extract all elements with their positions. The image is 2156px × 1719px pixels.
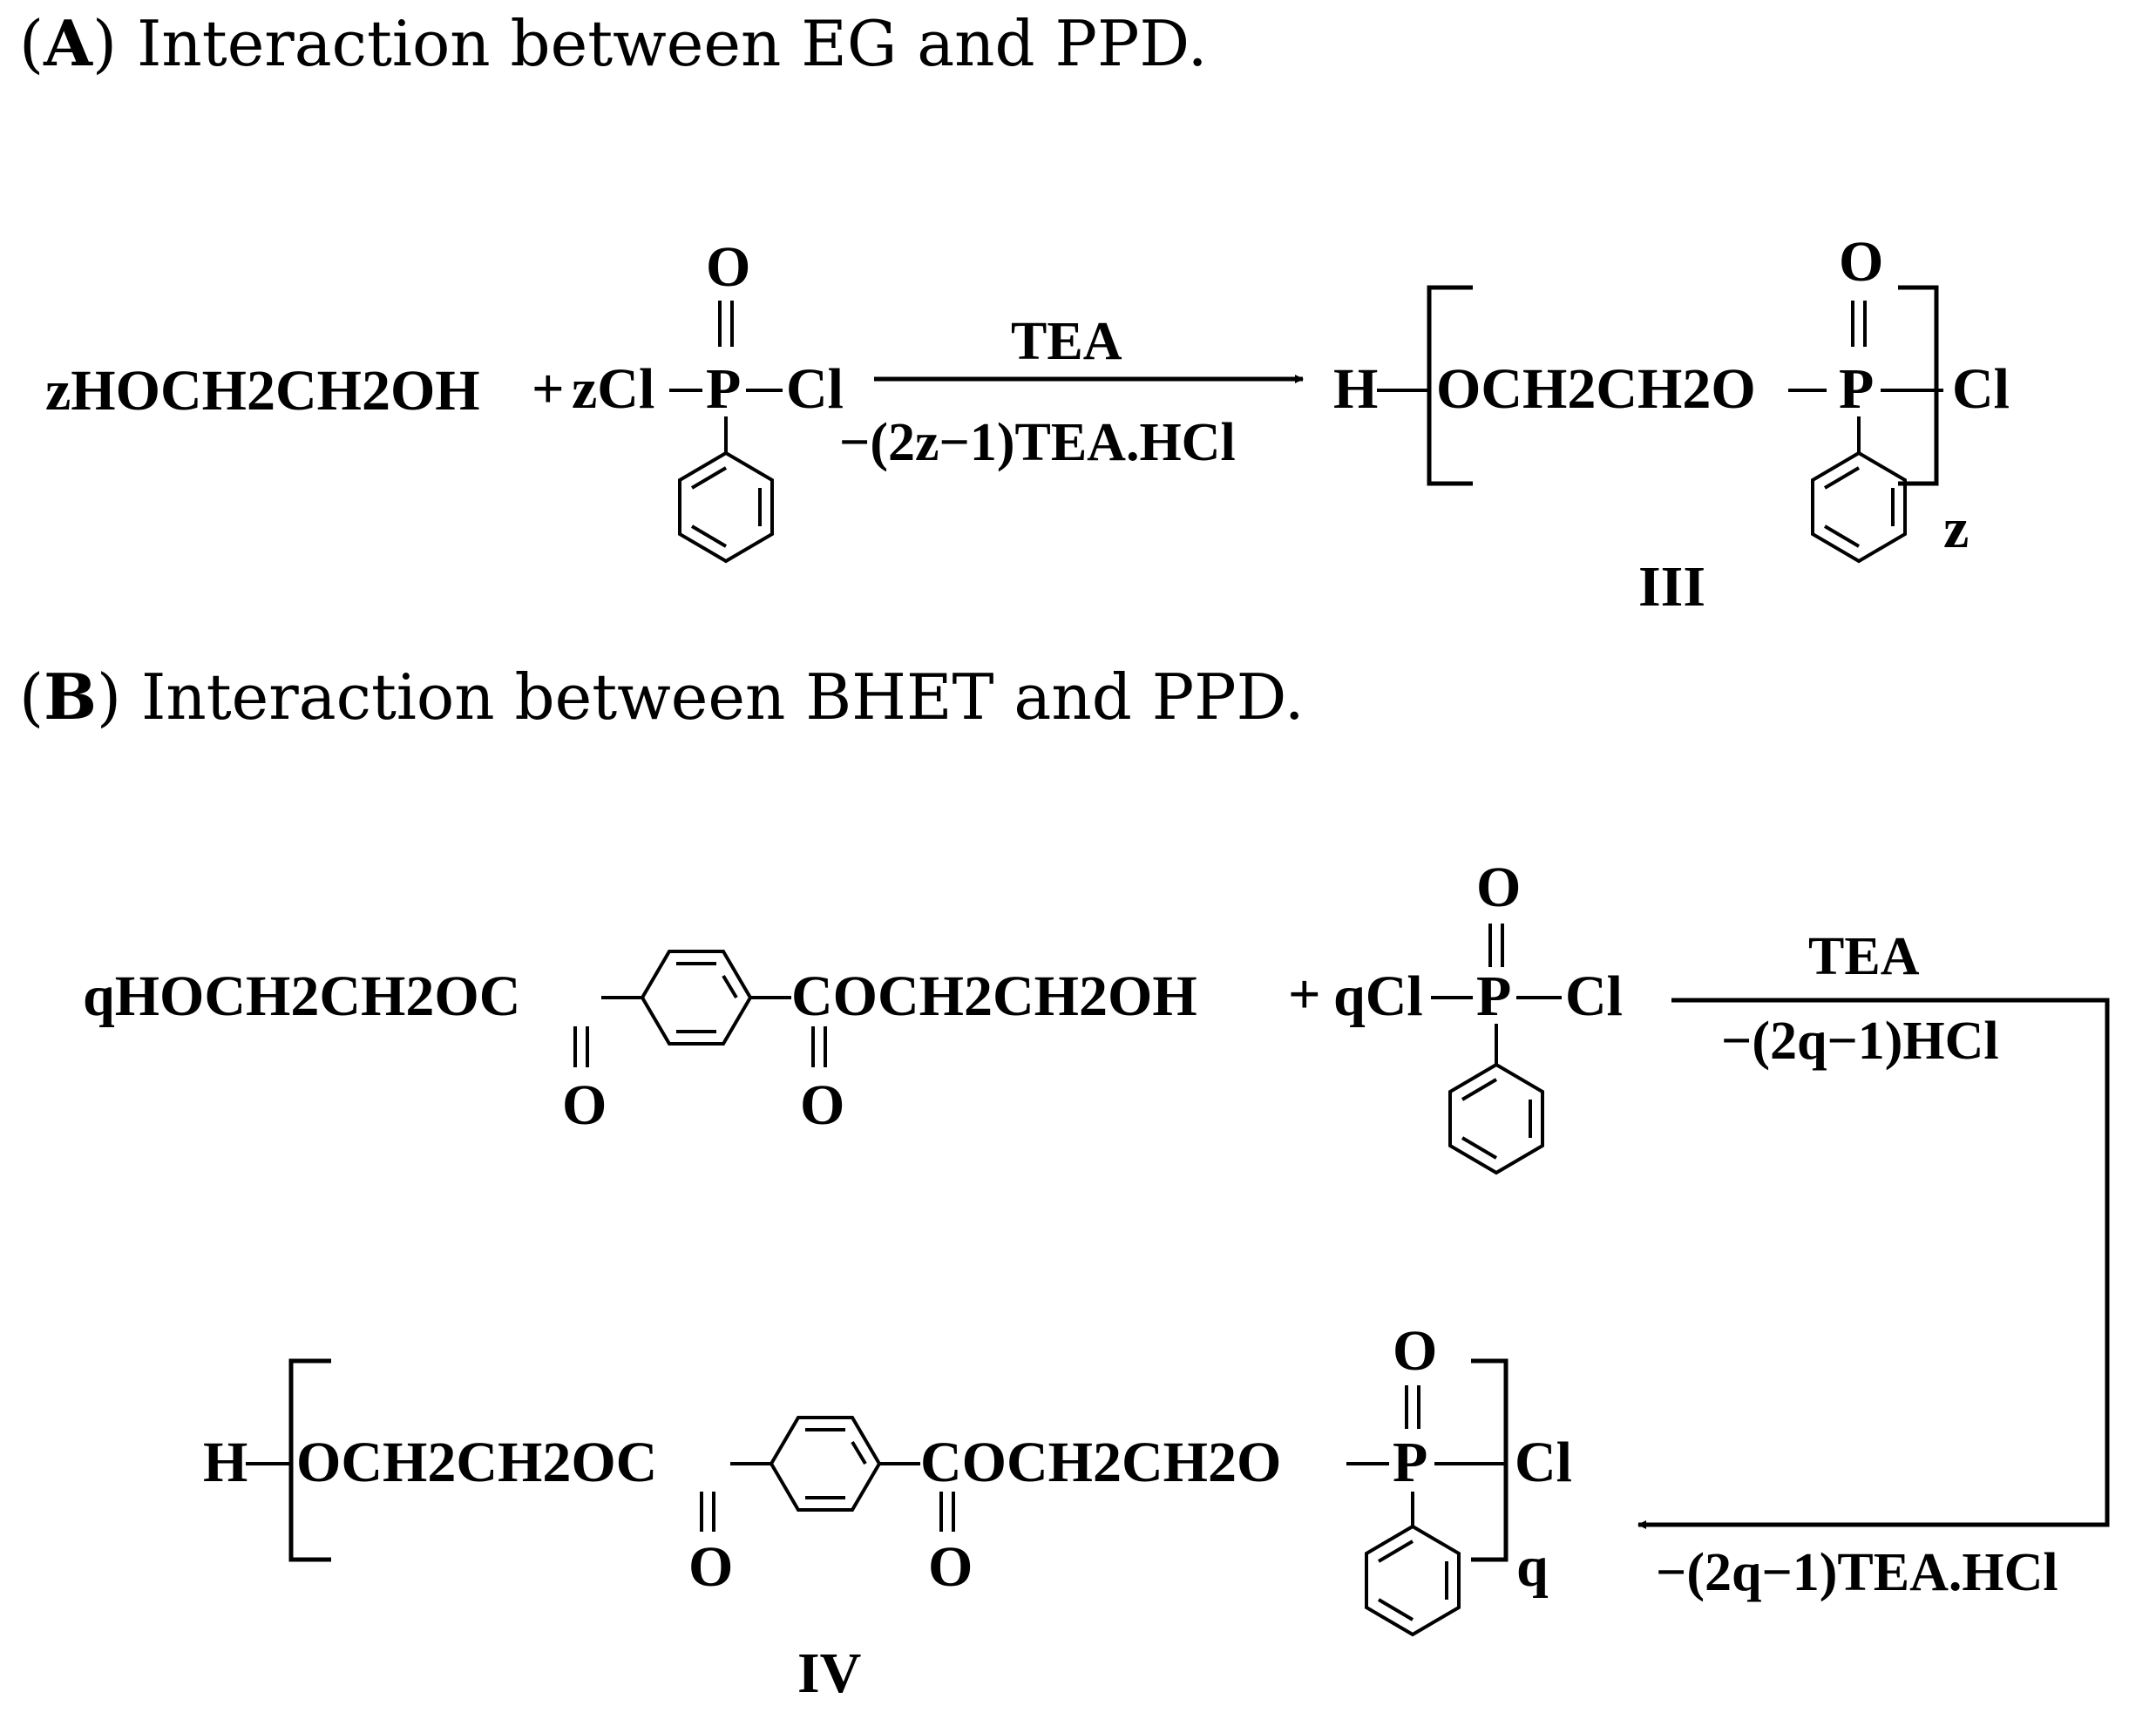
- reaction-b-subscript: q: [1516, 1535, 1549, 1599]
- reaction-a-compound-label: III: [1638, 555, 1705, 619]
- reaction-a-arrow-bottom: −(2z−1)TEA.HCl: [839, 413, 1236, 472]
- caption-a: (A) Interaction between EG and PPD.: [19, 6, 1207, 80]
- reaction-a: zHOCH2CH2OH + zCl P Cl O TEA −(2z−1)TEA.…: [45, 230, 2010, 619]
- reaction-b-product-p: P: [1393, 1431, 1427, 1494]
- caption-b-text: Interaction between BHET and PPD.: [141, 660, 1305, 734]
- reaction-b-plus: +: [1288, 963, 1321, 1026]
- reaction-b-oxygen-left: O: [562, 1073, 607, 1137]
- reaction-a-subscript: z: [1943, 497, 1969, 560]
- reaction-b: qHOCH2CH2OC O COCH2CH2OH O + qCl P Cl O: [83, 856, 2110, 1705]
- reaction-b-oxygen: O: [1476, 856, 1521, 919]
- reaction-b-product-left: OCH2CH2OC: [296, 1431, 657, 1494]
- phenyl-ring: [1811, 450, 1907, 564]
- reaction-b-arrow-mid: −(2q−1)HCl: [1721, 1012, 1999, 1071]
- right-bracket: [1898, 285, 1939, 486]
- reaction-b-product-oxygen-top: O: [1393, 1319, 1437, 1383]
- reaction-b-product-right: COCH2CH2O: [920, 1431, 1281, 1494]
- reaction-b-product-cl: Cl: [1515, 1431, 1572, 1494]
- para-phenylene-ring: [640, 950, 753, 1046]
- caption-b-letter: B: [44, 660, 97, 734]
- reaction-b-reagent-cl-left: qCl: [1333, 964, 1423, 1028]
- reaction-b-product-oxygen-right: O: [928, 1535, 973, 1599]
- reaction-b-product-h: H: [203, 1431, 247, 1494]
- reaction-b-phosphorus: P: [1476, 964, 1511, 1028]
- right-bracket: [1471, 1358, 1509, 1562]
- reaction-b-arrow-top: TEA: [1808, 927, 1920, 986]
- reaction-a-product-chain: OCH2CH2O: [1436, 357, 1756, 421]
- reaction-b-right-part: COCH2CH2OH: [791, 964, 1197, 1028]
- reaction-b-compound-label: IV: [797, 1641, 861, 1705]
- reaction-a-product-o: O: [1839, 230, 1883, 294]
- reaction-b-product-oxygen-left: O: [688, 1535, 733, 1599]
- reaction-a-product-p: P: [1839, 357, 1874, 421]
- caption-a-letter: A: [43, 6, 93, 80]
- reaction-a-chlorine-right: Cl: [786, 357, 844, 421]
- caption-b: (B) Interaction between BHET and PPD.: [19, 660, 1305, 734]
- reaction-b-left-part: qHOCH2CH2OC: [83, 964, 520, 1028]
- phenyl-ring: [678, 450, 774, 564]
- caption-a-text: Interaction between EG and PPD.: [137, 7, 1208, 80]
- reaction-a-product-cl: Cl: [1952, 357, 2010, 421]
- reaction-a-plus: +: [532, 357, 565, 421]
- reaction-a-diol: zHOCH2CH2OH: [45, 359, 480, 423]
- reaction-b-arrow: [1637, 998, 2110, 1529]
- left-bracket: [1427, 285, 1473, 486]
- phenyl-ring: [1365, 1524, 1461, 1637]
- reaction-a-oxygen: O: [706, 235, 750, 299]
- left-bracket: [288, 1358, 331, 1562]
- reaction-b-arrow-bottom: −(2q−1)TEA.HCl: [1656, 1543, 2058, 1602]
- reaction-a-reagent-cl-left: zCl: [572, 357, 654, 421]
- reaction-a-arrow-top: TEA: [1011, 312, 1122, 371]
- reaction-a-phosphorus: P: [706, 357, 741, 421]
- phenyl-ring: [1448, 1062, 1544, 1175]
- reaction-b-chlorine-right: Cl: [1565, 964, 1623, 1028]
- para-phenylene-ring: [769, 1416, 882, 1512]
- reaction-b-oxygen-right: O: [800, 1073, 844, 1137]
- reaction-a-product-h: H: [1333, 357, 1378, 421]
